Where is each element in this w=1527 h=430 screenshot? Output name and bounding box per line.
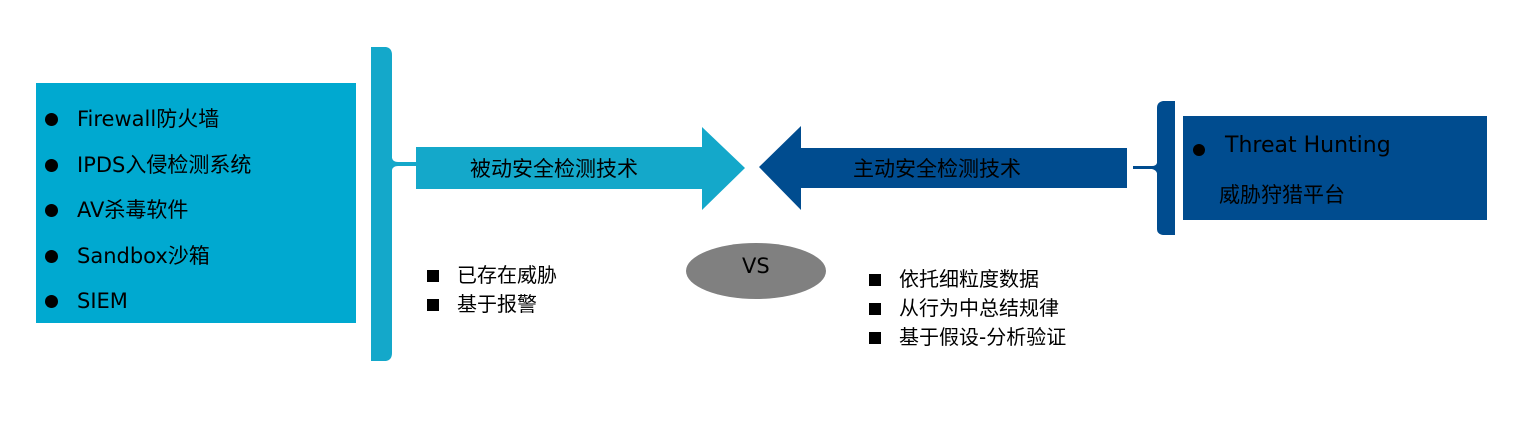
square-bullet-icon xyxy=(427,270,439,282)
bullet-icon xyxy=(45,204,58,217)
passive-traits-list: 已存在威胁 基于报警 xyxy=(424,261,557,319)
platform-name-cn: 威胁狩猎平台 xyxy=(1219,183,1345,207)
passive-arrow xyxy=(416,127,745,210)
active-arrow xyxy=(759,126,1127,210)
active-traits-list: 依托细粒度数据 从行为中总结规律 基于假设-分析验证 xyxy=(866,265,1066,352)
passive-bracket xyxy=(371,47,416,361)
list-item: Sandbox沙箱 xyxy=(36,240,251,286)
active-arrow-label: 主动安全检测技术 xyxy=(853,157,1021,181)
list-item: 基于假设-分析验证 xyxy=(866,323,1066,352)
square-bullet-icon xyxy=(869,332,881,344)
passive-tools-box: Firewall防火墙 IPDS入侵检测系统 AV杀毒软件 Sandbox沙箱 … xyxy=(36,83,356,323)
list-item: 从行为中总结规律 xyxy=(866,294,1066,323)
vs-ellipse xyxy=(686,243,826,299)
list-item: 依托细粒度数据 xyxy=(866,265,1066,294)
list-item: Firewall防火墙 xyxy=(36,103,251,149)
square-bullet-icon xyxy=(869,303,881,315)
bullet-icon xyxy=(45,249,58,263)
passive-tools-list: Firewall防火墙 IPDS入侵检测系统 AV杀毒软件 Sandbox沙箱 … xyxy=(36,103,251,331)
list-item: IPDS入侵检测系统 xyxy=(36,149,251,195)
list-item: AV杀毒软件 xyxy=(36,194,251,240)
bullet-icon xyxy=(45,113,58,126)
list-item: 基于报警 xyxy=(424,290,557,319)
list-item: SIEM xyxy=(36,285,251,331)
bullet-icon xyxy=(1193,144,1205,156)
platform-name: Threat Hunting xyxy=(1225,133,1391,158)
bullet-icon xyxy=(45,158,58,172)
vs-label: VS xyxy=(742,254,770,278)
active-platform-box: Threat Hunting 威胁狩猎平台 xyxy=(1183,116,1487,220)
square-bullet-icon xyxy=(869,274,881,286)
passive-arrow-label: 被动安全检测技术 xyxy=(470,157,638,181)
active-bracket xyxy=(1133,101,1175,235)
bullet-icon xyxy=(45,295,58,308)
square-bullet-icon xyxy=(427,299,439,311)
list-item: 已存在威胁 xyxy=(424,261,557,290)
